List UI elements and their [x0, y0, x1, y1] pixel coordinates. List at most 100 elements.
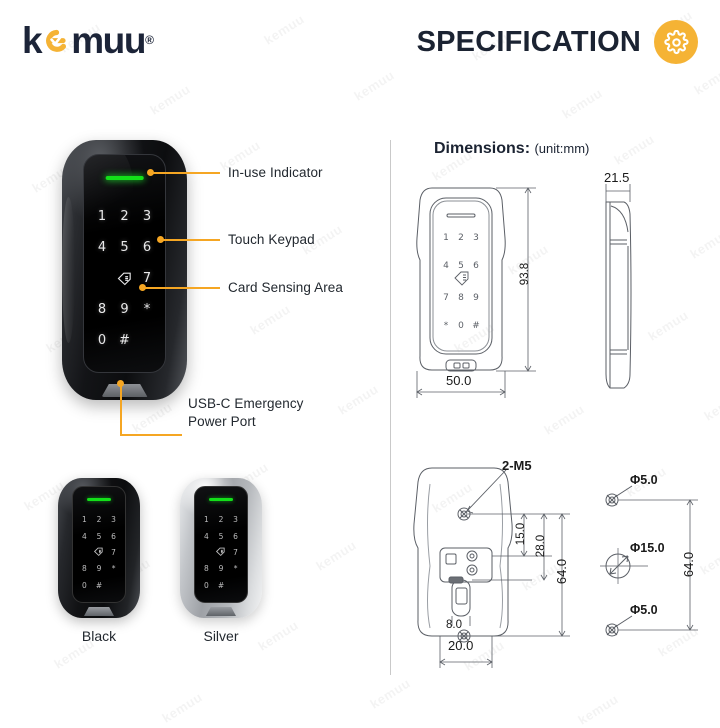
variant-key: 4: [203, 531, 209, 541]
screen-gloss: [84, 155, 133, 229]
keypad-key[interactable]: 5: [120, 239, 129, 255]
variant-key: 9: [218, 564, 224, 574]
keypad-key[interactable]: 4: [97, 239, 107, 255]
svg-text:9: 9: [473, 293, 479, 303]
drawing-hole-pattern: Φ5.0 Φ15.0 Φ5.0 64.0: [590, 460, 715, 660]
logo-text: k muu: [22, 19, 146, 61]
dim-back-8: 8.0: [446, 619, 462, 631]
callout-dot-keypad: [157, 236, 164, 243]
dim-hole-top: Φ5.0: [630, 473, 658, 487]
variant-card-icon: [93, 546, 104, 559]
callout-line-card: [144, 287, 220, 289]
keypad-key[interactable]: 6: [142, 239, 152, 255]
keypad-key[interactable]: 9: [120, 302, 129, 318]
svg-text:4: 4: [443, 261, 449, 271]
variant-keypad: 1 2 3 4 5 6 7 8: [77, 511, 121, 593]
in-use-indicator-led: [105, 175, 144, 180]
gear-icon: [654, 20, 698, 64]
variant-usb-port: [84, 607, 114, 616]
specification-header: SPECIFICATION: [417, 20, 698, 64]
keypad-key[interactable]: *: [143, 302, 151, 318]
callout-dot-indicator: [147, 169, 154, 176]
variant-key: 0: [81, 580, 87, 590]
callout-label-keypad: Touch Keypad: [228, 232, 315, 247]
dim-back-15: 15.0: [515, 522, 528, 546]
variant-device-image: 1 2 3 4 5 6 7 8: [58, 478, 140, 618]
product-image-main: 1 2 3 4 5 6 7 8 9 * 0 #: [62, 140, 187, 400]
callout-label-indicator: In-use Indicator: [228, 165, 323, 180]
logo-letter-e: [41, 22, 71, 59]
variant-key: *: [111, 564, 116, 574]
variant-key: 8: [81, 564, 87, 574]
device-highlight: [62, 197, 75, 343]
variant-key: #: [95, 580, 103, 590]
page-title: SPECIFICATION: [416, 25, 641, 58]
svg-text:2: 2: [458, 233, 464, 243]
card-sensing-icon: [116, 270, 133, 287]
callout-line-keypad: [162, 239, 220, 241]
variant-touch-panel: 1 2 3 4 5 6 7 8: [71, 486, 127, 603]
variant-key: 8: [203, 564, 209, 574]
dim-hole-bottom: Φ5.0: [630, 603, 658, 617]
variant-key: *: [233, 564, 238, 574]
variant-label-silver: Silver: [203, 628, 239, 644]
variant-key: 1: [81, 515, 87, 525]
variant-usb-port: [206, 607, 236, 616]
svg-text:5: 5: [458, 261, 464, 271]
svg-text:3: 3: [473, 233, 479, 243]
keypad-key[interactable]: 3: [142, 208, 152, 224]
svg-text:#: #: [472, 321, 480, 331]
variant-led: [209, 497, 233, 501]
device-touch-panel: 1 2 3 4 5 6 7 8 9 * 0 #: [83, 154, 166, 373]
variant-key: 2: [96, 515, 102, 525]
callout-dot-card: [139, 284, 146, 291]
svg-text:6: 6: [473, 261, 479, 271]
dimensions-heading: Dimensions: (unit:mm): [434, 140, 589, 158]
variant-key: 0: [203, 580, 209, 590]
variant-key: 6: [233, 531, 238, 541]
keypad-key[interactable]: 8: [97, 302, 107, 318]
variant-key: 3: [233, 515, 238, 525]
callout-label-card: Card Sensing Area: [228, 280, 344, 295]
dim-back-28: 28.0: [535, 534, 548, 558]
dimensions-unit: (unit:mm): [534, 141, 590, 156]
variant-key: 4: [81, 531, 87, 541]
header: k muu® SPECIFICATION: [0, 0, 720, 92]
registered-mark: ®: [145, 33, 154, 47]
callout-line-indicator: [152, 172, 220, 174]
keypad-key[interactable]: 0: [97, 333, 107, 349]
svg-text:7: 7: [443, 293, 449, 303]
variant-keypad: 1 2 3 4 5 6 7 8: [199, 511, 243, 593]
svg-text:1: 1: [443, 233, 449, 243]
variant-led: [87, 497, 111, 501]
drawing-side-view: 21.5: [590, 170, 700, 404]
color-variants: 1 2 3 4 5 6 7 8: [36, 478, 346, 678]
touch-keypad: 1 2 3 4 5 6 7 8 9 * 0 #: [91, 201, 159, 357]
variant-key: 5: [96, 531, 102, 541]
variant-key: 6: [111, 531, 116, 541]
dimensions-title: Dimensions:: [434, 140, 531, 157]
variant-key: 3: [111, 515, 116, 525]
variant-key: 7: [233, 547, 238, 557]
variant-silver[interactable]: 1 2 3 4 5 6 7 8: [180, 478, 262, 644]
callout-vline-usb: [120, 385, 122, 435]
variant-key: 1: [203, 515, 209, 525]
brand-logo: k muu®: [22, 20, 154, 60]
keypad-key[interactable]: 2: [120, 208, 129, 224]
variant-touch-panel: 1 2 3 4 5 6 7 8: [193, 486, 249, 603]
keypad-key[interactable]: 7: [142, 271, 152, 287]
dim-hole-center: Φ15.0: [630, 541, 665, 555]
variant-key: 5: [218, 531, 224, 541]
callout-dot-usb: [117, 380, 124, 387]
dim-front-width: 50.0: [446, 373, 472, 388]
keypad-key[interactable]: 1: [97, 208, 107, 224]
variant-black[interactable]: 1 2 3 4 5 6 7 8: [58, 478, 140, 644]
dim-side-thickness: 21.5: [604, 170, 630, 185]
usb-c-port: [101, 384, 148, 397]
keypad-key[interactable]: #: [119, 333, 130, 349]
variant-device-image: 1 2 3 4 5 6 7 8: [180, 478, 262, 618]
svg-text:8: 8: [458, 293, 464, 303]
